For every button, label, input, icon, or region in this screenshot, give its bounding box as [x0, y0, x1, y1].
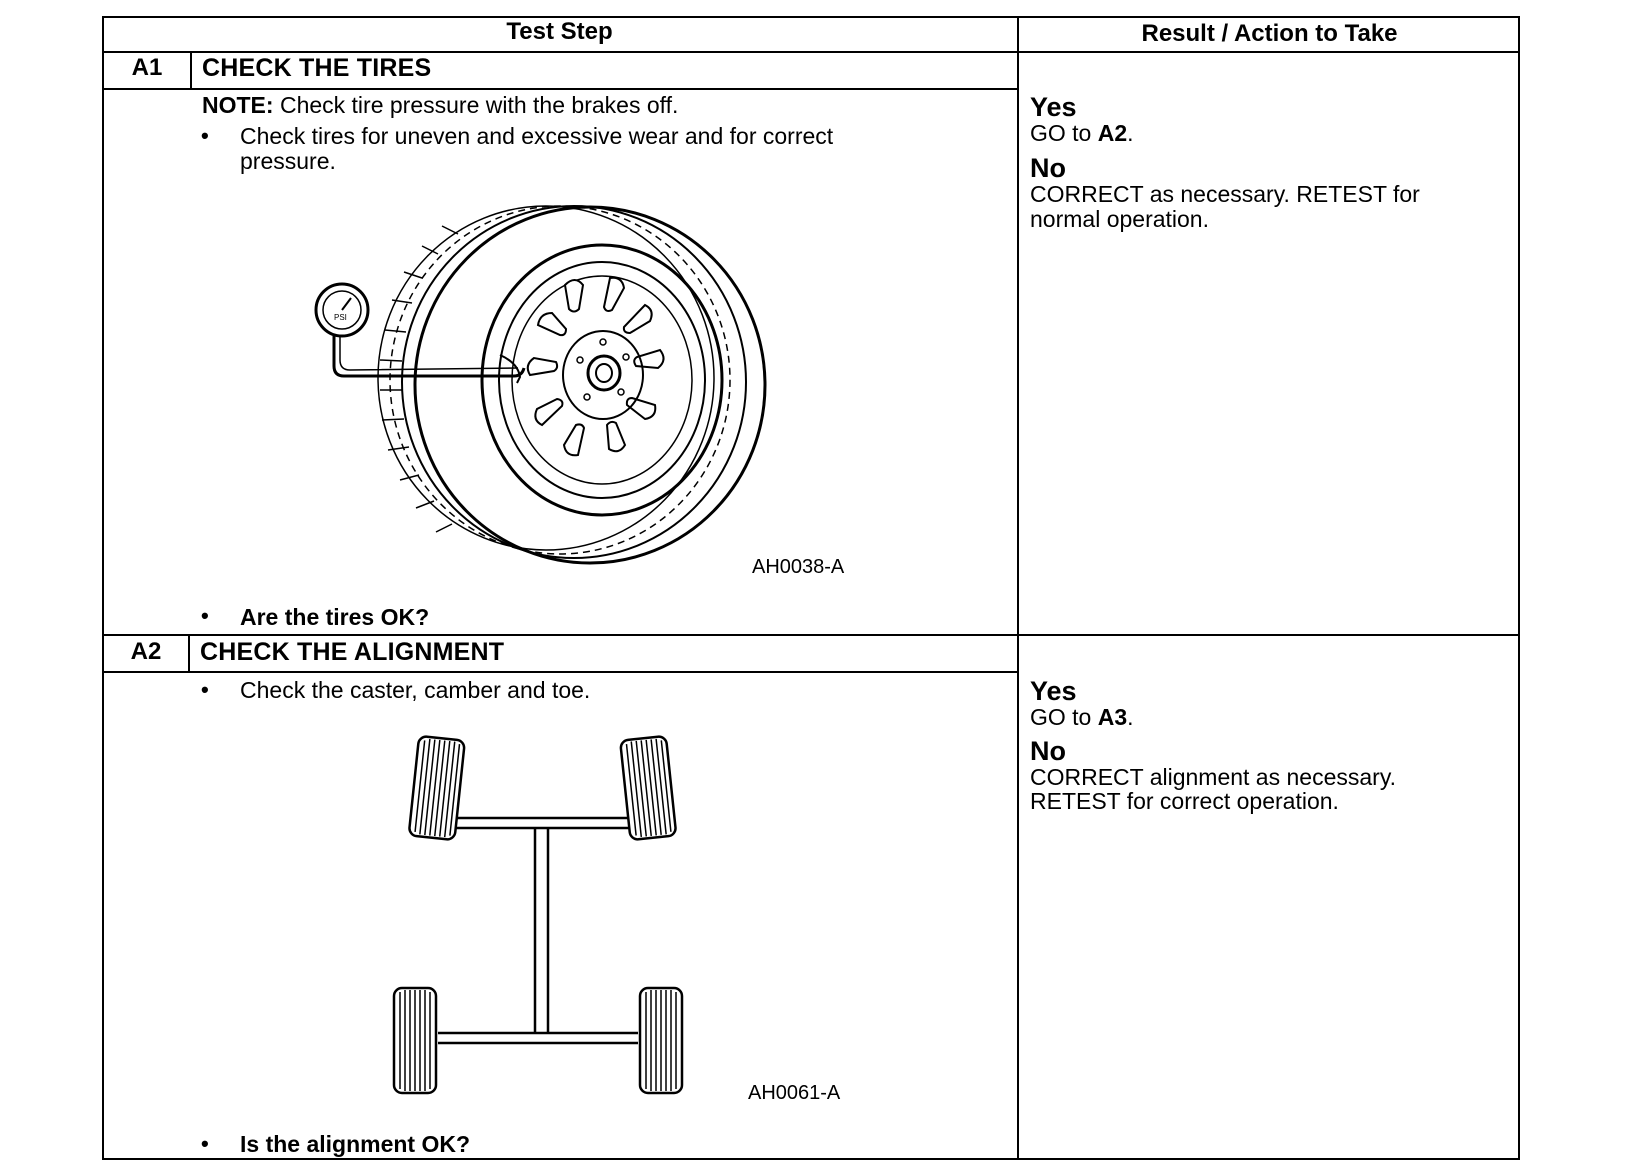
- pressure-gauge-icon: [314, 282, 526, 378]
- step-a1-id: A1: [131, 54, 163, 81]
- a1-no-label: No: [1030, 153, 1066, 183]
- diagnostic-table: [102, 16, 1520, 1160]
- a2-yes-action: GO to A3.: [1030, 705, 1134, 730]
- a1-question: Are the tires OK?: [240, 604, 430, 630]
- a2-bullet-1-marker: •: [201, 677, 209, 702]
- a1-bullet-1-line-2: pressure.: [240, 148, 336, 174]
- a1-note-text: Check tire pressure with the brakes off.: [273, 92, 679, 118]
- a1-bullet-1-marker: •: [201, 123, 209, 148]
- a2-yes-label: Yes: [1030, 676, 1077, 706]
- a2-figure-id: AH0061-A: [748, 1082, 841, 1104]
- a1-yes-action: GO to A2.: [1030, 121, 1134, 146]
- step-a1-title: CHECK THE TIRES: [202, 54, 432, 82]
- a2-no-line-1: CORRECT alignment as necessary.: [1030, 764, 1397, 790]
- header-divider: [102, 51, 1520, 53]
- front-left-wheel: [408, 735, 466, 841]
- row-divider: [102, 634, 1520, 636]
- a1-title-underline: [102, 88, 1017, 90]
- header-result-action: Result / Action to Take: [1141, 20, 1398, 47]
- chassis-frame: [438, 816, 643, 1045]
- a1-id-divider: [190, 51, 192, 89]
- a2-id-divider: [188, 635, 190, 672]
- step-a2-title: CHECK THE ALIGNMENT: [200, 638, 505, 666]
- step-a2-id: A2: [130, 638, 162, 665]
- a1-yes-action-post: .: [1127, 120, 1134, 146]
- front-right-wheel: [619, 735, 677, 841]
- alignment-figure: [392, 735, 684, 1095]
- gauge-psi-label: PSI: [334, 313, 347, 322]
- a1-note-label: NOTE:: [202, 92, 274, 118]
- a1-note: NOTE: Check tire pressure with the brake…: [202, 93, 678, 118]
- a2-question: Is the alignment OK?: [240, 1131, 471, 1157]
- a2-title-underline: [102, 671, 1017, 673]
- a2-question-marker: •: [201, 1131, 209, 1156]
- tire-pressure-figure: PSI: [314, 205, 767, 565]
- a1-no-line-2: normal operation.: [1030, 206, 1209, 232]
- rear-left-wheel: [392, 986, 438, 1095]
- a2-no-label: No: [1030, 736, 1066, 766]
- a1-bullet-1-line-1: Check tires for uneven and excessive wea…: [240, 123, 834, 149]
- a2-yes-action-post: .: [1127, 704, 1134, 730]
- tire-illustration: [377, 205, 767, 565]
- a1-no-line-1: CORRECT as necessary. RETEST for: [1030, 181, 1420, 207]
- header-test-step: Test Step: [506, 18, 613, 45]
- column-divider: [1017, 16, 1019, 1160]
- a2-yes-action-pre: GO to: [1030, 704, 1098, 730]
- a2-no-line-2: RETEST for correct operation.: [1030, 788, 1339, 814]
- a2-yes-target: A3: [1097, 704, 1128, 730]
- a1-yes-action-pre: GO to: [1030, 120, 1098, 146]
- a1-yes-target: A2: [1097, 120, 1128, 146]
- a1-question-marker: •: [201, 603, 209, 628]
- rear-right-wheel: [638, 986, 684, 1095]
- a1-yes-label: Yes: [1030, 92, 1077, 122]
- a2-bullet-1-line-1: Check the caster, camber and toe.: [240, 677, 591, 703]
- a1-figure-id: AH0038-A: [752, 556, 845, 578]
